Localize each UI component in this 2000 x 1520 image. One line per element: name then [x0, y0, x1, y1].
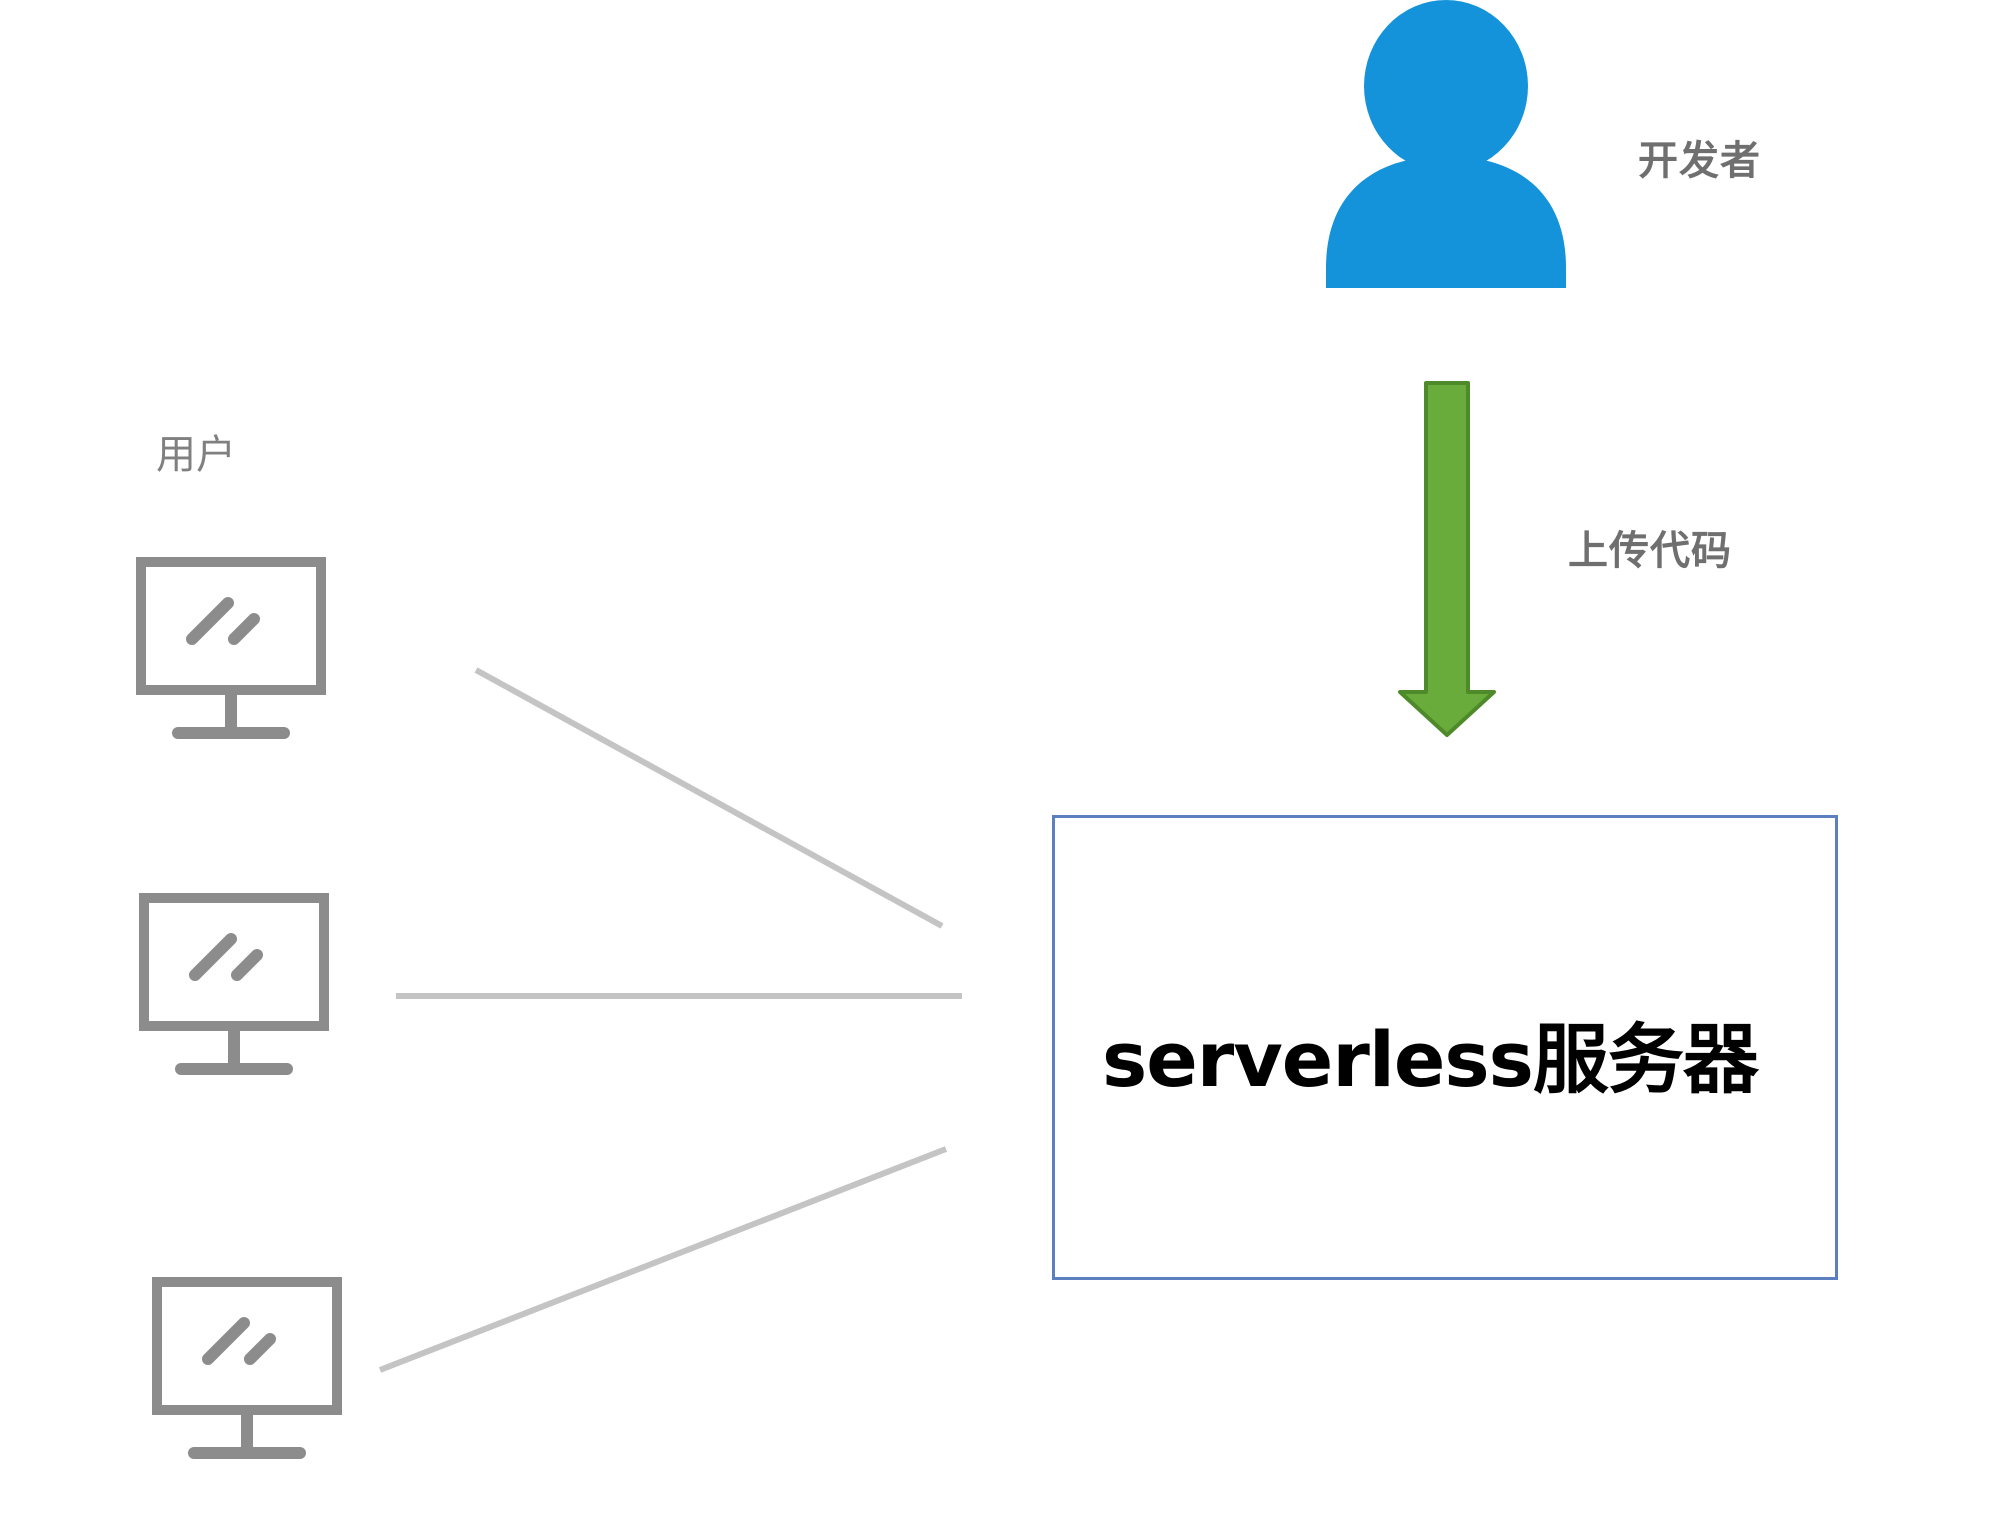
monitor-icon	[139, 893, 329, 1075]
monitor-icon	[136, 557, 326, 739]
server-box	[1052, 815, 1838, 1280]
monitor-icon	[152, 1277, 342, 1459]
person-icon	[1326, 0, 1566, 288]
connector-lines	[378, 667, 962, 1373]
server-label: serverless服务器	[1102, 1015, 1759, 1104]
users-label: 用户	[156, 432, 236, 478]
upload-code-label: 上传代码	[1568, 528, 1732, 574]
developer-label: 开发者	[1638, 138, 1761, 184]
upload-arrow	[1398, 381, 1496, 737]
connector-line-3	[378, 1146, 948, 1373]
connector-line-1	[474, 667, 944, 929]
